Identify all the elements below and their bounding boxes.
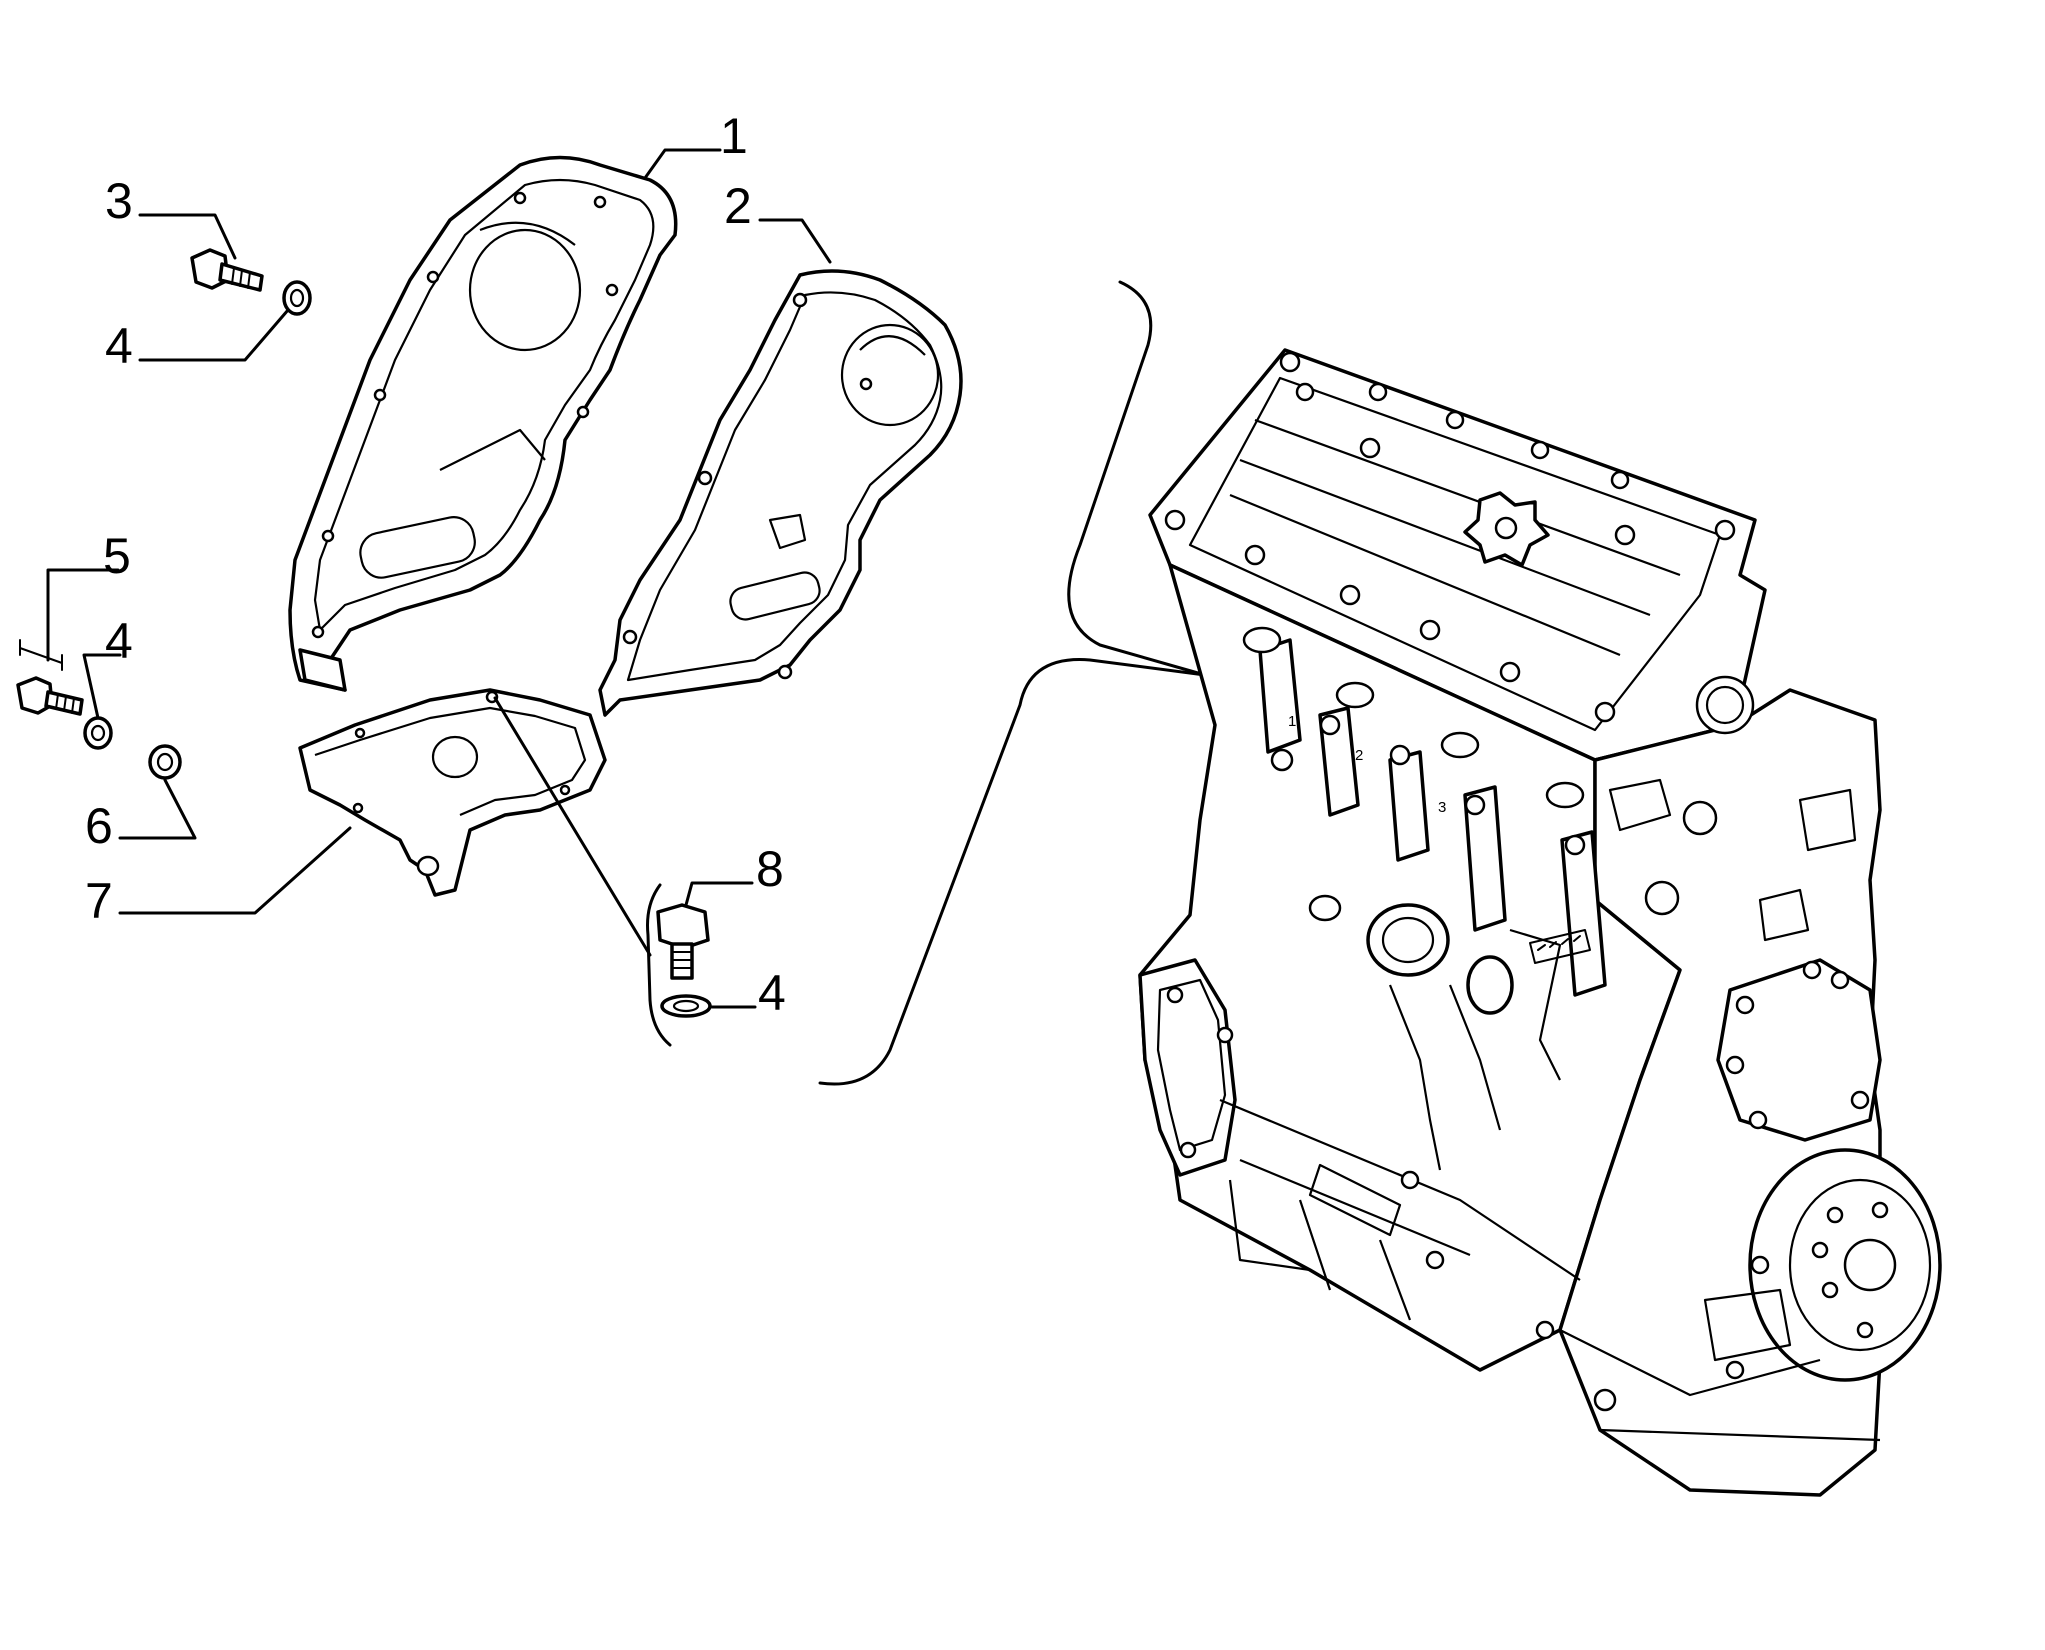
washer-4-lower (660, 994, 712, 1018)
callout-leaders (46, 148, 832, 1009)
part-1-inner-timing-cover (288, 155, 678, 692)
cylinder-mark-3: 3 (1438, 799, 1446, 816)
part-6-washer (148, 744, 182, 780)
engine-block-assembly: 1 2 3 (818, 280, 1942, 1497)
callout-5: 5 (103, 528, 131, 584)
part-3-bolt (190, 248, 264, 292)
bolt-group-bracket (646, 883, 672, 1047)
callout-3: 3 (105, 173, 133, 229)
washer-4-upper (282, 280, 312, 316)
callout-7: 7 (85, 873, 113, 929)
callout-6: 6 (85, 798, 113, 854)
cylinder-mark-1: 1 (1288, 713, 1296, 730)
callout-4-lower: 4 (758, 965, 786, 1021)
part-8-bolt (656, 903, 710, 980)
part-7-lower-bracket (298, 688, 607, 897)
callout-1: 1 (720, 108, 748, 164)
dimension-mark (19, 639, 63, 671)
callout-2: 2 (724, 178, 752, 234)
cylinder-mark-2: 2 (1355, 747, 1363, 764)
callout-4-left: 4 (105, 613, 133, 669)
washer-4-left (83, 716, 113, 750)
bracket-reference-line (493, 696, 652, 957)
callout-labels: 1 2 3 4 5 4 6 7 8 4 (85, 108, 786, 1021)
callout-4-upper: 4 (105, 318, 133, 374)
part-5-bolt (16, 676, 84, 716)
part-2-outer-timing-cover (598, 269, 963, 717)
callout-8: 8 (756, 841, 784, 897)
